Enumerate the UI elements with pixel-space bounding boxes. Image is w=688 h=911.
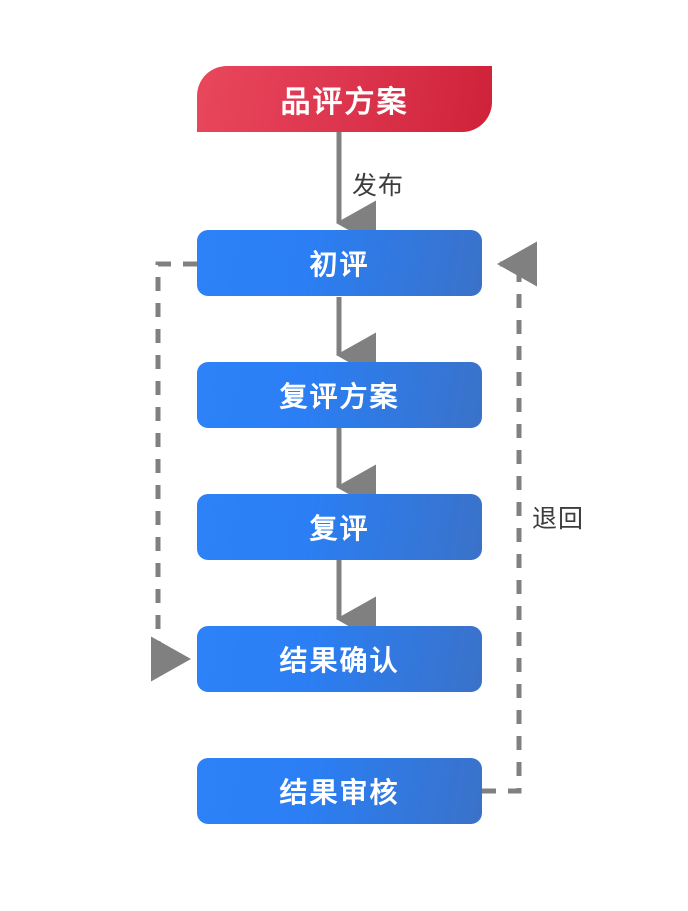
node-result-confirm[interactable]: 结果确认 xyxy=(197,626,482,692)
node-plan[interactable]: 品评方案 xyxy=(197,66,492,132)
edge-first-to-confirm-dashed xyxy=(150,261,197,682)
edge-label-publish: 发布 xyxy=(352,171,405,200)
node-result-audit[interactable]: 结果审核 xyxy=(197,758,482,824)
edge-label-return: 退回 xyxy=(532,504,585,533)
node-first-review[interactable]: 初评 xyxy=(197,230,482,296)
node-re-review[interactable]: 复评 xyxy=(197,494,482,560)
edge-audit-to-first-dashed xyxy=(482,241,538,794)
node-re-review-plan[interactable]: 复评方案 xyxy=(197,362,482,428)
